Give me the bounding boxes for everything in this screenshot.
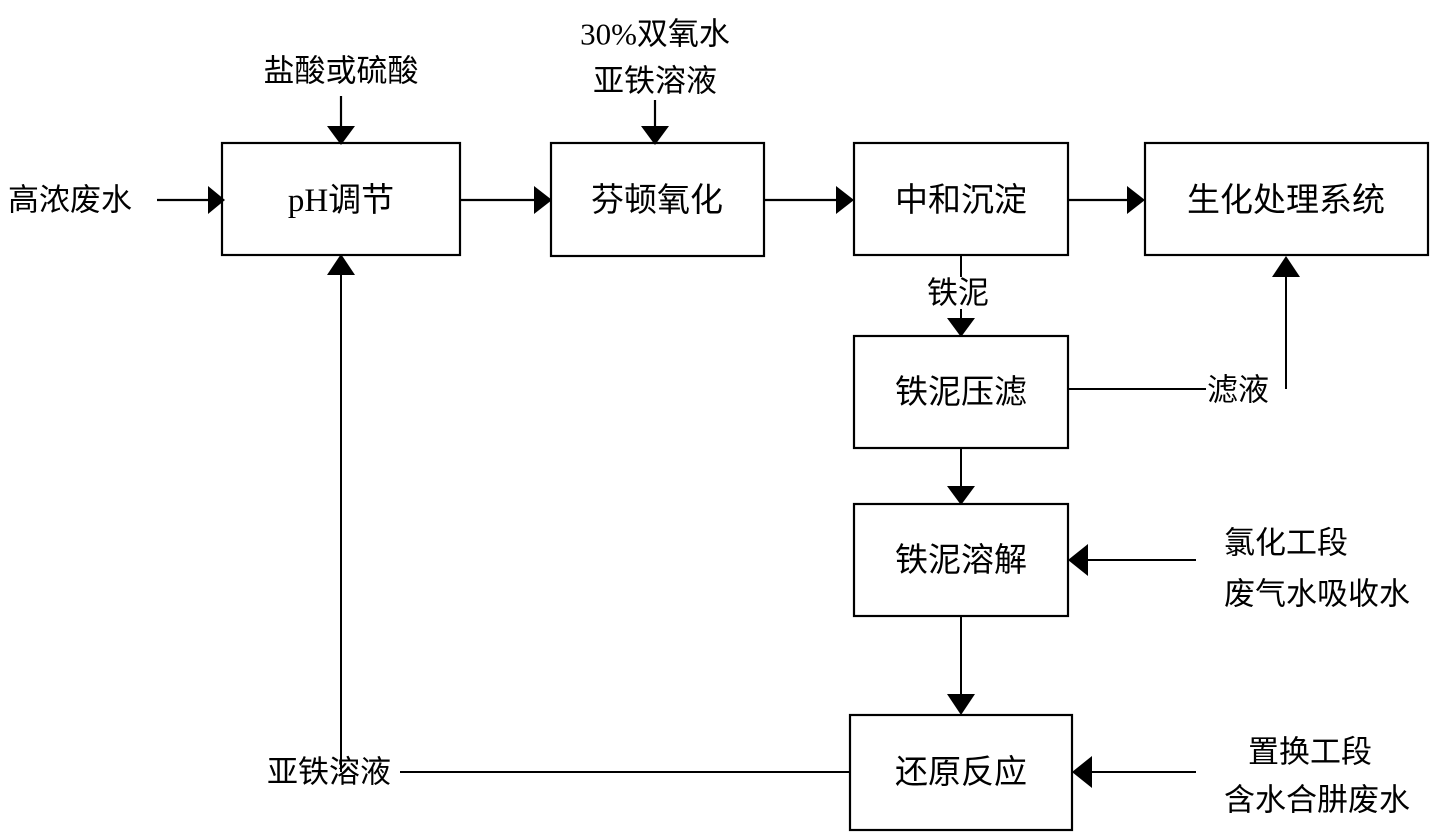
connector-press-to-biochemical	[1068, 256, 1300, 390]
node-label-iron-sludge-dissolution: 铁泥溶解	[895, 542, 1027, 579]
node-label-biochemical-treatment-system: 生化处理系统	[1187, 182, 1385, 219]
node-ph-adjustment[interactable]: pH调节	[220, 141, 462, 257]
connector-displacement-to-reduction	[1072, 756, 1196, 788]
node-fenton-oxidation[interactable]: 芬顿氧化	[549, 141, 766, 258]
flow-label-iron-sludge: 铁泥	[927, 276, 989, 311]
node-box-ph-adjustment[interactable]	[220, 141, 462, 257]
flow-label-ferrous-return: 亚铁溶液	[267, 755, 391, 790]
node-iron-sludge-dissolution[interactable]: 铁泥溶解	[852, 502, 1070, 618]
flow-label-acid: 盐酸或硫酸	[264, 54, 419, 89]
node-box-fenton-oxidation[interactable]	[549, 141, 766, 258]
flow-label-ferrous-feed: 亚铁溶液	[593, 64, 717, 99]
arrowhead-down-icon	[947, 486, 975, 505]
node-label-ph-adjustment: pH调节	[288, 183, 394, 219]
flow-label-hydrazine-wastewater: 含水合肼废水	[1224, 783, 1410, 818]
node-label-neutralization-precipitation: 中和沉淀	[895, 182, 1027, 219]
connector-dissolution-to-reduction	[947, 616, 975, 715]
node-box-iron-sludge-dissolution[interactable]	[852, 502, 1070, 618]
arrowhead-down-icon	[641, 126, 669, 145]
flow-label-chlorination-section: 氯化工段	[1224, 526, 1348, 561]
node-iron-sludge-filter-press[interactable]: 铁泥压滤	[852, 334, 1070, 450]
arrowhead-up-icon	[327, 254, 355, 275]
node-label-iron-sludge-filter-press: 铁泥压滤	[895, 374, 1027, 411]
arrowhead-down-icon	[947, 694, 975, 715]
connector-influent-to-ph	[157, 186, 225, 214]
node-reduction-reaction[interactable]: 还原反应	[848, 713, 1074, 832]
flow-label-chlorination-absorption-water: 废气水吸收水	[1224, 577, 1410, 612]
node-box-reduction-reaction[interactable]	[848, 713, 1074, 832]
connector-fenton-to-neutralization	[764, 186, 854, 214]
node-neutralization-precipitation[interactable]: 中和沉淀	[852, 141, 1070, 257]
connector-peroxide-to-fenton	[641, 100, 669, 145]
arrowhead-left-icon	[1068, 544, 1088, 576]
connector-ph-to-fenton	[460, 186, 552, 214]
arrowhead-right-icon	[1127, 186, 1145, 214]
connector-acid-to-ph	[327, 96, 355, 145]
arrowhead-down-icon	[947, 318, 975, 337]
connector-neutralization-to-biochemical	[1068, 186, 1145, 214]
arrowhead-up-icon	[1272, 256, 1300, 277]
flow-label-peroxide: 30%双氧水	[580, 17, 730, 52]
arrowhead-down-icon	[327, 126, 355, 145]
arrowhead-left-icon	[1072, 756, 1092, 788]
node-label-fenton-oxidation: 芬顿氧化	[591, 182, 723, 219]
connector-neutralization-to-press	[947, 255, 975, 337]
arrowhead-right-icon	[836, 186, 854, 214]
connector-press-to-dissolution	[947, 448, 975, 505]
node-label-reduction-reaction: 还原反应	[895, 754, 1027, 791]
node-box-neutralization-precipitation[interactable]	[852, 141, 1070, 257]
node-box-biochemical-treatment-system[interactable]	[1143, 141, 1430, 257]
connector-reduction-to-ph	[327, 254, 850, 773]
flow-label-filtrate: 滤液	[1207, 373, 1269, 408]
arrowhead-right-icon	[208, 186, 225, 214]
arrowhead-right-icon	[534, 186, 552, 214]
connector-chlorination-to-dissolution	[1068, 544, 1196, 576]
flow-label-influent: 高浓废水	[8, 183, 132, 218]
flow-label-displacement-section: 置换工段	[1248, 735, 1372, 770]
node-biochemical-treatment-system[interactable]: 生化处理系统	[1143, 141, 1430, 257]
